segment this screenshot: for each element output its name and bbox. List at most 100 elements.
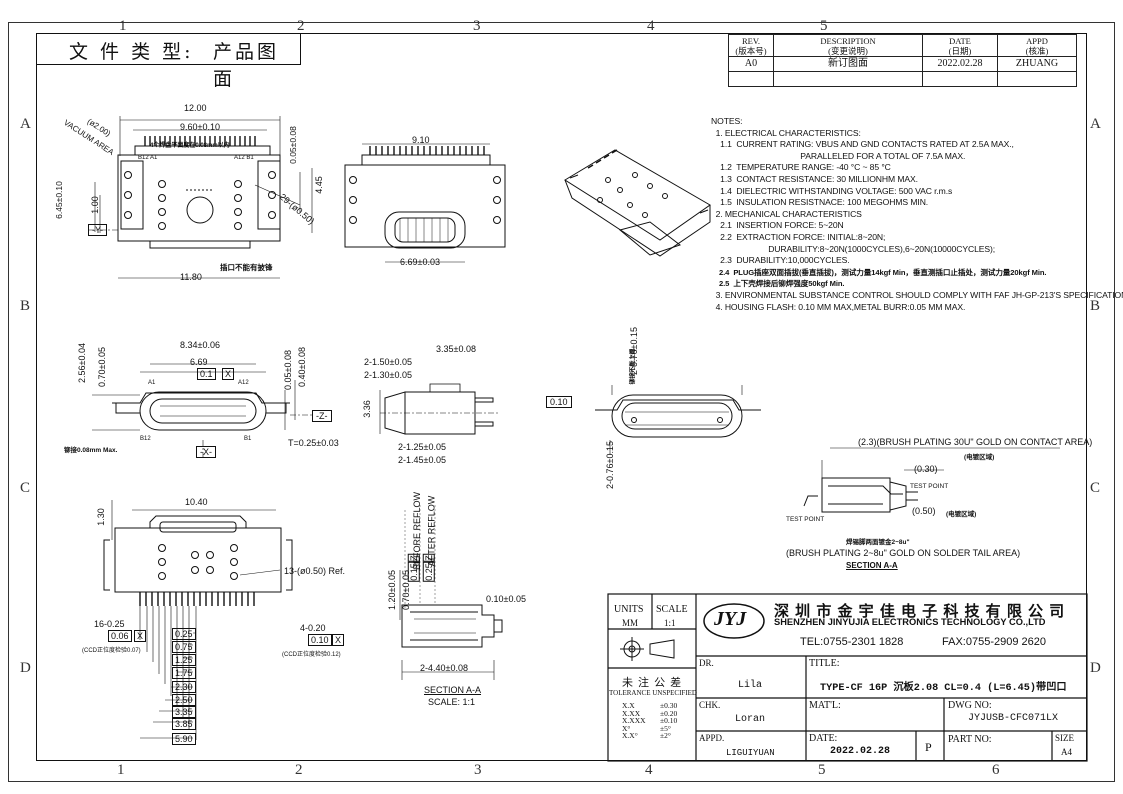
revision-table: REV.(版本号) DESCRIPTION(变更说明) DATE(日期) APP… — [728, 34, 1077, 87]
note-line: 2.1 INSERTION FORCE: 5~20N — [711, 220, 844, 231]
dim-label: 13-(ø0.50) Ref. — [284, 566, 346, 576]
dim-label: B12 — [140, 436, 151, 442]
doc-type-box: 文 件 类 型: 产品图面 — [37, 34, 301, 90]
zone-row-b-left: B — [20, 298, 31, 314]
dim-label: (BRUSH PLATING 2~8u" GOLD ON SOLDER TAIL… — [786, 548, 1021, 558]
dim-label: 3.85 — [172, 718, 196, 730]
dim-label: (2.3)(BRUSH PLATING 30U" GOLD ON CONTACT… — [858, 437, 1093, 447]
dim-label: 4.45 — [313, 176, 324, 194]
dim-label: 1.25 — [172, 654, 196, 666]
dim-label: 0.40±0.08 — [296, 347, 307, 387]
zone-row-a-left: A — [20, 116, 31, 132]
dim-label: AFTER REFLOW — [426, 495, 437, 567]
zone-col-1-bottom: 1 — [117, 762, 125, 778]
dim-label: 3.35±0.08 — [436, 344, 476, 354]
size-value: A4 — [1061, 747, 1072, 757]
chk-label: CHK. — [699, 700, 721, 710]
company-name-en: SHENZHEN JINYUJIA ELECTRONICS TECHNOLOGY… — [774, 617, 1046, 627]
dim-label: 3.35 — [172, 706, 196, 718]
dim-label: 5.90 — [172, 733, 196, 745]
dim-label: 9.60±0.10 — [180, 122, 220, 132]
dim-label: -X- — [196, 446, 216, 458]
dim-label: SCALE: 1:1 — [428, 697, 476, 707]
zone-col-5-bottom: 5 — [818, 762, 826, 778]
dim-label: A1 — [148, 380, 156, 386]
note-line: 1. ELECTRICAL CHARACTERISTICS: — [711, 127, 861, 138]
dim-label: 1.00 — [89, 196, 100, 214]
dim-label: BEFORE REFLOW — [412, 491, 423, 571]
company-logo: JYJ — [714, 608, 747, 630]
zone-col-6-bottom: 6 — [992, 762, 1000, 778]
company-name-cn: 深 圳 市 金 宇 佳 电 子 科 技 有 限 公 司 — [774, 603, 1066, 620]
dim-label: (0.30) — [914, 464, 938, 474]
dim-label: (CCD正位度检验0.07) — [82, 648, 141, 654]
zone-col-1-top: 1 — [119, 18, 127, 34]
note-line: 1.3 CONTACT RESISTANCE: 30 MILLIONHM MAX… — [711, 173, 918, 184]
drawing-title: TYPE-CF 16P 沉板2.08 CL=0.4 (L=6.45)带凹口 — [820, 683, 1067, 694]
note-line: DURABILITY:8~20N(1000CYCLES),6~20N(10000… — [711, 243, 996, 254]
note-line: 3. ENVIRONMENTAL SUBSTANCE CONTROL SHOUL… — [711, 289, 1123, 300]
dim-label: T=0.25±0.03 — [288, 438, 339, 448]
dim-label: -Z- — [312, 410, 332, 422]
dim-label: 插口不能有披锋 — [220, 263, 273, 272]
dim-label: 0.70±0.05 — [96, 347, 107, 387]
part-no-label: PART NO: — [948, 734, 992, 745]
dim-label: TEST POINT — [786, 516, 825, 523]
dim-label: TEST POINT — [910, 483, 949, 490]
dim-label: 16-0.25 — [94, 619, 125, 629]
dim-label: X — [222, 368, 235, 380]
appd-label: APPD. — [699, 733, 725, 743]
dim-label: 0.10±0.05 — [486, 594, 526, 604]
dim-label: 0.10 — [546, 396, 572, 408]
dim-label: 2-0.76±0.15 — [604, 441, 615, 489]
dim-label: 2.50 — [172, 694, 196, 706]
dim-label: 6.69±0.03 — [400, 257, 440, 267]
rev-header: REV.(版本号) — [728, 34, 774, 57]
dim-label: 8.34±0.06 — [180, 340, 220, 350]
tolerance-table: X.X±0.30 X.XX±0.20 X.XXX±0.10 X°±5° X.X°… — [622, 701, 678, 740]
dim-label: 6.45±0.10 — [53, 181, 64, 219]
note-line: PARALLELED FOR A TOTAL OF 7.5A MAX. — [711, 150, 966, 161]
notes-title: NOTES: — [711, 116, 743, 126]
dim-label: 9.10 — [412, 135, 430, 145]
dim-label: 2.30 — [172, 681, 196, 693]
dim-label: 12.00 — [184, 103, 207, 113]
dim-label: (CCD正位度检验0.12) — [282, 652, 341, 658]
dim-label: 0.05±0.08 — [282, 350, 293, 390]
note-line: 1.5 INSULATION RESISTNACE: 100 MEGOHMS M… — [711, 197, 929, 208]
zone-row-d-left: D — [20, 660, 31, 676]
size-label: SIZE — [1055, 733, 1074, 743]
company-fax: FAX:0755-2909 2620 — [942, 636, 1046, 648]
dim-label: 2-1.45±0.05 — [398, 455, 446, 465]
dim-label: 1.75 — [172, 667, 196, 679]
note-line: 2.2 EXTRACTION FORCE: INITIAL:8~20N; — [711, 231, 886, 242]
date-label: DATE: — [809, 733, 838, 744]
notes-block: NOTES: 1. ELECTRICAL CHARACTERISTICS: 1.… — [711, 116, 1123, 313]
dim-label: 2-1.50±0.05 — [364, 357, 412, 367]
dim-label: 4-0.20 — [300, 623, 326, 633]
note-line: 1.4 DIELECTRIC WITHSTANDING VOLTAGE: 500… — [711, 185, 953, 196]
description-header: DESCRIPTION(变更说明) — [773, 34, 923, 57]
zone-row-d-right: D — [1090, 660, 1101, 676]
dim-label: 0.75 — [172, 641, 196, 653]
date-value: 2022.02.28 — [830, 746, 891, 757]
dim-label: (电镀区域) — [946, 511, 977, 518]
dim-label: 0.10 — [308, 634, 332, 646]
note-line: 2. MECHANICAL CHARACTERISTICS — [711, 208, 862, 219]
units-value: MM — [622, 618, 639, 628]
note-line: 4. HOUSING FLASH: 0.10 MM MAX,METAL BURR… — [711, 301, 966, 312]
note-line: 2.5 上下壳焊接后铆焊强度50kgf Min. — [711, 279, 845, 289]
dim-label: SECTION A-A — [424, 685, 482, 695]
units-label: UNITS — [614, 604, 644, 615]
dim-label: X — [134, 630, 147, 642]
scale-value: 1:1 — [664, 618, 676, 628]
dwg-no-value: JYJUSB-CFC071LX — [968, 713, 1059, 724]
scale-label: SCALE — [656, 604, 688, 615]
doc-type-value: 产品图面 — [213, 41, 280, 90]
dim-label: A12 — [238, 380, 249, 386]
dim-label: 铆接0.08mm Max. — [64, 447, 118, 454]
note-line: 2.4 PLUG插座双面插拔(垂直插拔)，测试力量14kgf Min，垂直测插口… — [711, 267, 1047, 277]
note-line: 1.2 TEMPERATURE RANGE: -40 °C ~ 85 °C — [711, 162, 891, 173]
title-label: TITLE: — [809, 658, 840, 669]
dim-label: 铆接不能上翘 — [630, 348, 637, 385]
